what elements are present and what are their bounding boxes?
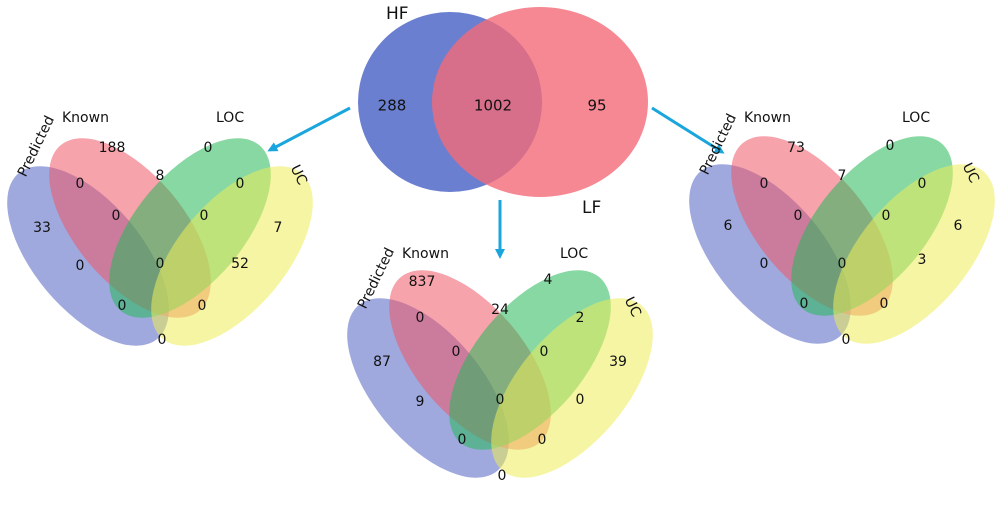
uc-label: UC bbox=[287, 162, 310, 187]
pred-known-uc-count: 0 bbox=[198, 298, 207, 314]
pred-known-uc-count: 0 bbox=[880, 296, 889, 312]
pred-uc-count: 0 bbox=[158, 332, 167, 348]
loc-label: LOC bbox=[560, 246, 588, 262]
pred-uc-count: 0 bbox=[842, 332, 851, 348]
predicted-only-count: 87 bbox=[373, 354, 391, 370]
uc-only-count: 6 bbox=[954, 218, 963, 234]
venn-4set-left: Predicted Known LOC UC 188 0 33 7 0 8 0 … bbox=[7, 110, 313, 348]
hf-lf-overlap-count: 1002 bbox=[474, 97, 512, 115]
lf-only-count: 95 bbox=[587, 97, 606, 115]
pred-uc-count: 0 bbox=[498, 468, 507, 484]
hf-label: HF bbox=[386, 4, 409, 24]
arrow-to-left-venn bbox=[267, 106, 351, 152]
pred-known-count: 0 bbox=[416, 310, 425, 326]
uc-only-count: 7 bbox=[274, 220, 283, 236]
loc-label: LOC bbox=[902, 110, 930, 126]
known-loc-count: 7 bbox=[838, 168, 847, 184]
uc-only-count: 39 bbox=[609, 354, 627, 370]
known-label: Known bbox=[62, 110, 109, 126]
loc-label: LOC bbox=[216, 110, 244, 126]
pred-loc-count: 9 bbox=[416, 394, 425, 410]
known-only-count: 837 bbox=[409, 274, 436, 290]
all-four-count: 0 bbox=[156, 256, 165, 272]
known-loc-count: 24 bbox=[491, 302, 509, 318]
venn-4set-middle: Predicted Known LOC UC 837 4 87 39 0 24 … bbox=[347, 245, 653, 484]
pred-loc-count: 0 bbox=[76, 258, 85, 274]
lf-circle bbox=[432, 7, 648, 197]
pred-known-loc-count: 0 bbox=[794, 208, 803, 224]
pred-known-loc-count: 0 bbox=[112, 208, 121, 224]
predicted-only-count: 6 bbox=[724, 218, 733, 234]
lf-label: LF bbox=[582, 198, 601, 218]
pred-loc-uc-count: 0 bbox=[458, 432, 467, 448]
known-loc-uc-count: 0 bbox=[882, 208, 891, 224]
loc-only-count: 0 bbox=[204, 140, 213, 156]
pred-known-loc-count: 0 bbox=[452, 344, 461, 360]
all-four-count: 0 bbox=[496, 392, 505, 408]
known-uc-count: 3 bbox=[918, 252, 927, 268]
uc-ellipse bbox=[491, 298, 653, 478]
pred-known-count: 0 bbox=[760, 176, 769, 192]
loc-uc-count: 0 bbox=[236, 176, 245, 192]
known-label: Known bbox=[744, 110, 791, 126]
known-uc-count: 52 bbox=[231, 256, 249, 272]
pred-loc-uc-count: 0 bbox=[800, 296, 809, 312]
known-loc-uc-count: 0 bbox=[200, 208, 209, 224]
pred-known-count: 0 bbox=[76, 176, 85, 192]
uc-label: UC bbox=[621, 294, 644, 319]
loc-uc-count: 0 bbox=[918, 176, 927, 192]
known-loc-count: 8 bbox=[156, 168, 165, 184]
loc-only-count: 0 bbox=[886, 138, 895, 154]
pred-loc-uc-count: 0 bbox=[118, 298, 127, 314]
pred-known-uc-count: 0 bbox=[538, 432, 547, 448]
all-four-count: 0 bbox=[838, 256, 847, 272]
uc-ellipse bbox=[151, 166, 313, 346]
uc-label: UC bbox=[959, 160, 982, 185]
uc-ellipse bbox=[833, 164, 995, 344]
known-only-count: 73 bbox=[787, 140, 805, 156]
venn-hf-lf: HF LF 288 1002 95 bbox=[358, 4, 648, 218]
loc-only-count: 4 bbox=[544, 272, 553, 288]
arrow-to-right-venn bbox=[651, 106, 725, 154]
venn-4set-right: Predicted Known LOC UC 73 0 6 6 0 7 0 0 … bbox=[689, 110, 995, 348]
known-loc-uc-count: 0 bbox=[540, 344, 549, 360]
pred-loc-count: 0 bbox=[760, 256, 769, 272]
arrows bbox=[267, 106, 725, 259]
predicted-only-count: 33 bbox=[33, 220, 51, 236]
known-only-count: 188 bbox=[99, 140, 126, 156]
known-uc-count: 0 bbox=[576, 392, 585, 408]
known-label: Known bbox=[402, 246, 449, 262]
hf-only-count: 288 bbox=[378, 97, 407, 115]
loc-uc-count: 2 bbox=[576, 310, 585, 326]
